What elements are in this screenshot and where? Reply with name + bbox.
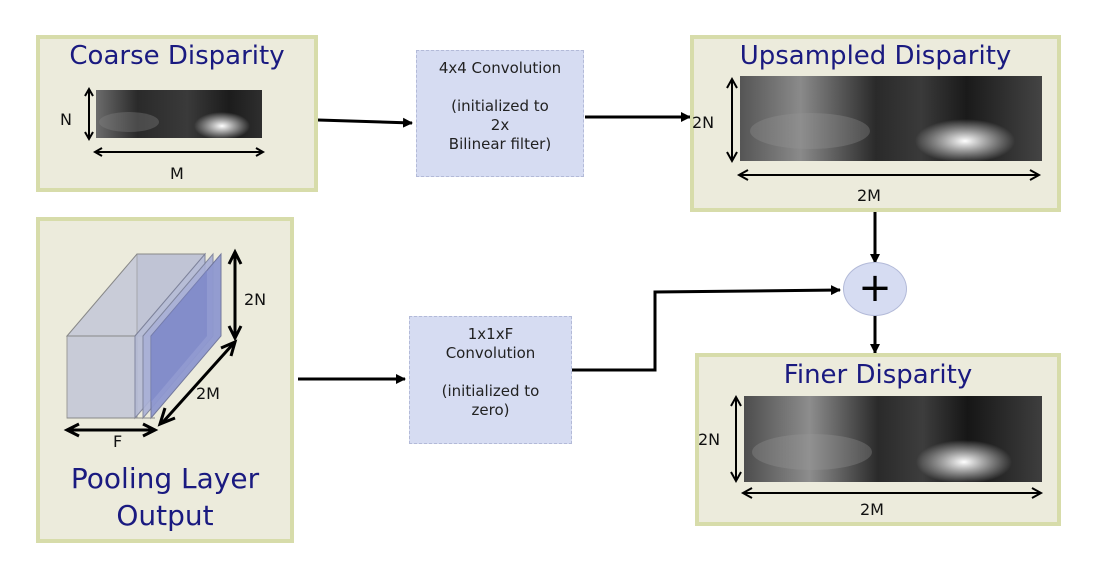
pooling-feature-volume	[63, 248, 243, 438]
arrow-conv-to-sum	[572, 285, 841, 372]
conv1x1-op-box: 1x1xF Convolution (initialized to zero)	[409, 316, 572, 444]
pooling-layer-title-2: Output	[116, 499, 214, 532]
upconv-line-3: (initialized to	[451, 97, 549, 115]
pooling-dim-2n: 2N	[244, 290, 267, 309]
pooling-depth-arrow	[161, 342, 235, 424]
upsampled-disparity-map	[726, 76, 1042, 181]
upconv-line-4: 2x	[490, 116, 510, 134]
finer-disparity-title: Finer Disparity	[783, 360, 973, 390]
conv1x1-line-5: zero)	[471, 401, 510, 419]
finer-disparity-map	[730, 394, 1044, 499]
conv1x1-line-2: Convolution	[445, 344, 536, 362]
upconv-line-5: Bilinear filter)	[448, 135, 552, 153]
conv1x1-line-4: (initialized to	[441, 382, 540, 400]
pooling-dim-2m: 2M	[196, 384, 220, 403]
sum-node	[843, 262, 907, 316]
coarse-disparity-panel	[36, 35, 318, 192]
finer-dim-2m: 2M	[860, 500, 884, 519]
pooling-dim-f: F	[113, 432, 123, 451]
arrow-coarse-to-upconv	[317, 117, 413, 128]
conv1x1-line-3	[410, 363, 571, 382]
finer-dim-2n: 2N	[698, 430, 721, 449]
upconv-line-2	[417, 78, 583, 97]
coarse-dim-m: M	[170, 164, 184, 183]
coarse-disparity-title: Coarse Disparity	[69, 41, 285, 71]
upconv-op-box: 4x4 Convolution (initialized to 2x Bilin…	[416, 50, 584, 177]
plus-icon: +	[858, 265, 892, 311]
coarse-dim-n: N	[60, 110, 72, 129]
pooling-layer-title-1: Pooling Layer	[70, 462, 260, 495]
upsampled-disparity-title: Upsampled Disparity	[739, 41, 1012, 71]
coarse-disparity-map	[84, 86, 266, 157]
upconv-line-1: 4x4 Convolution	[438, 59, 562, 77]
upsampled-dim-2m: 2M	[857, 186, 881, 205]
upsampled-dim-2n: 2N	[692, 113, 715, 132]
conv1x1-line-1: 1x1xF	[467, 325, 514, 343]
